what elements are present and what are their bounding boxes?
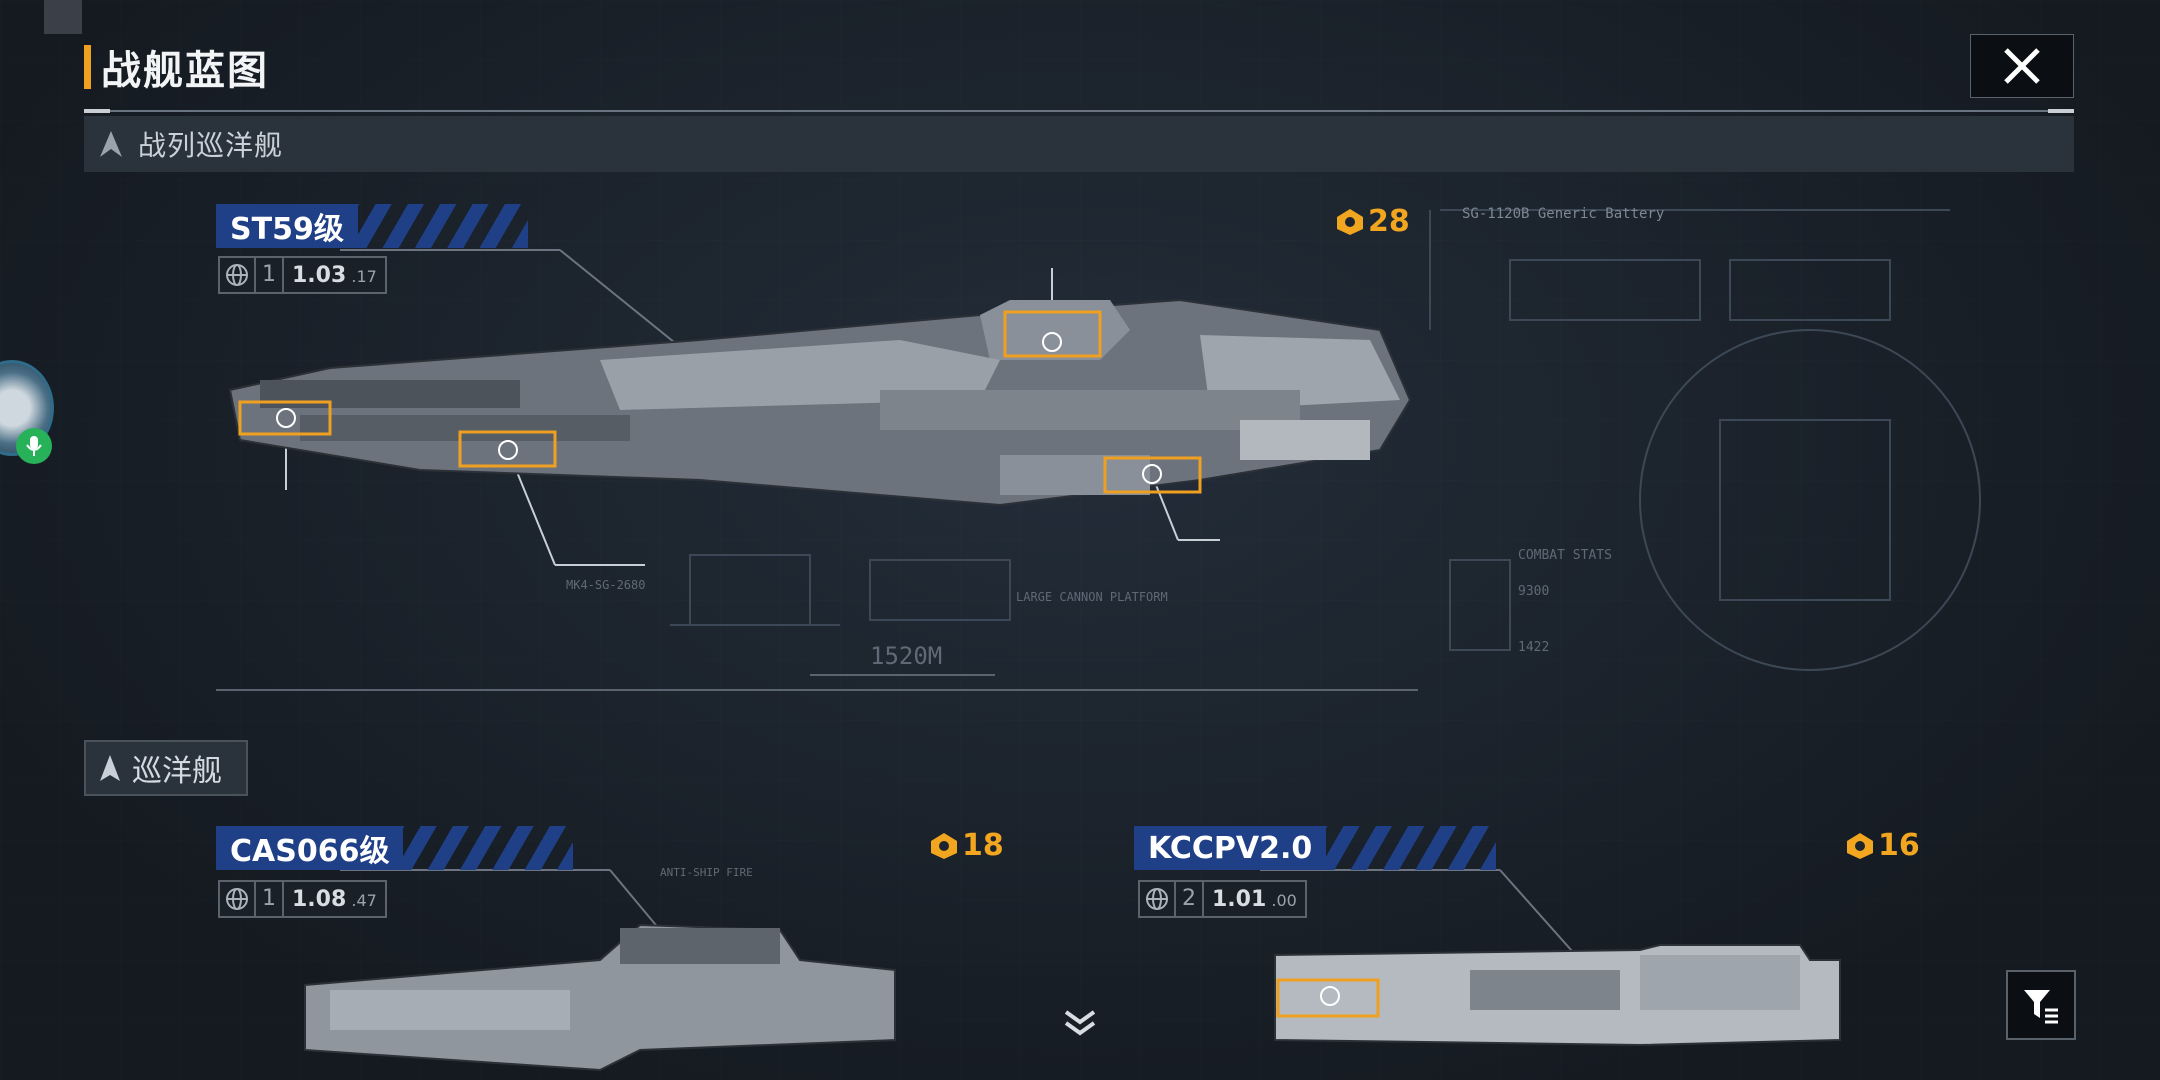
section-header-battlecruiser: 战列巡洋舰 [84,116,2074,172]
blueprint-large-cannon-label: LARGE CANNON PLATFORM [1016,590,1168,604]
globe-icon [220,258,256,292]
blueprint-circle [1639,329,1981,671]
ship-kccpv-hardpoint [1276,978,1380,1018]
ship-version: 1.01 .00 [1212,886,1297,912]
scroll-down-button[interactable] [1060,1008,1100,1042]
ship-cost-kccpv: 16 [1846,828,1920,863]
blueprint-stat-2: 1422 [1518,640,1550,655]
cost-icon [1847,832,1873,859]
double-chevron-down-icon [1064,1010,1096,1036]
ship-st59-model [228,298,1412,507]
divider-tick-right [2048,109,2074,113]
ship-card-st59[interactable]: ST59级 [216,204,528,248]
section-label-cruiser: 巡洋舰 [132,754,222,789]
ship-version-kccpv: 2 1.01 .00 [1138,880,1307,918]
ship-st59-nodes [276,332,1162,484]
ship-card-kccpv[interactable]: KCCPV2.0 [1134,826,1497,870]
globe-icon [220,882,256,916]
cruiser-class-icon [100,755,120,781]
section-header-cruiser: 巡洋舰 [84,740,248,796]
ship-version-cas066: 1 1.08 .47 [218,880,387,918]
ship-name: CAS066级 [216,826,404,870]
ship-kccpv-node [1320,986,1340,1006]
corner-marker [44,0,82,34]
blueprint-frame-3 [1729,259,1891,321]
ship-kccpv-model [1274,944,1841,1047]
tag-stripes [403,826,574,870]
blueprint-frame [1719,419,1891,601]
ship-count: 1 [256,258,284,292]
voice-mic-button[interactable] [16,428,52,464]
page-header: 战舰蓝图 [84,42,269,94]
tag-stripes [1326,826,1497,870]
divider-tick-left [84,109,110,113]
filter-icon [2024,990,2058,1024]
ship-count: 2 [1176,882,1204,916]
ship-count: 1 [256,882,284,916]
filter-button[interactable] [2006,970,2076,1040]
globe-icon [1140,882,1176,916]
ship-cost-st59: 28 [1336,204,1410,239]
blueprint-anti-ship-label: ANTI-SHIP FIRE [660,866,753,879]
ship-version: 1.03 .17 [292,262,377,288]
title-accent [84,45,91,89]
header-divider [84,109,2074,113]
ship-card-cas066[interactable]: CAS066级 [216,826,574,870]
ship-st59-hardpoints [238,310,1202,494]
ship-name: KCCPV2.0 [1134,826,1327,870]
ship-version-st59: 1 1.03 .17 [218,256,387,294]
blueprint-mk4-label: MK4-SG-2680 [566,578,646,592]
tag-stripes [357,204,528,248]
section-label-battlecruiser: 战列巡洋舰 [138,129,284,162]
close-icon [2004,48,2040,84]
ship-cost-cas066: 18 [930,828,1004,863]
battlecruiser-class-icon [100,131,122,157]
blueprint-frame-2 [1509,259,1701,321]
blueprint-combat-stats-label: COMBAT STATS [1518,548,1612,563]
mic-icon [26,436,42,456]
ship-cas066-model [304,923,896,1072]
blueprint-length-label: 1520M [870,642,943,670]
ship-name: ST59级 [216,204,358,248]
cost-icon [931,832,957,859]
blueprint-stat-1: 9300 [1518,584,1550,599]
page-title: 战舰蓝图 [101,48,269,94]
cost-icon [1337,208,1363,235]
blueprint-battery-label: SG-1120B Generic Battery [1462,206,1665,222]
close-button[interactable] [1970,34,2074,98]
ship-version: 1.08 .47 [292,886,377,912]
